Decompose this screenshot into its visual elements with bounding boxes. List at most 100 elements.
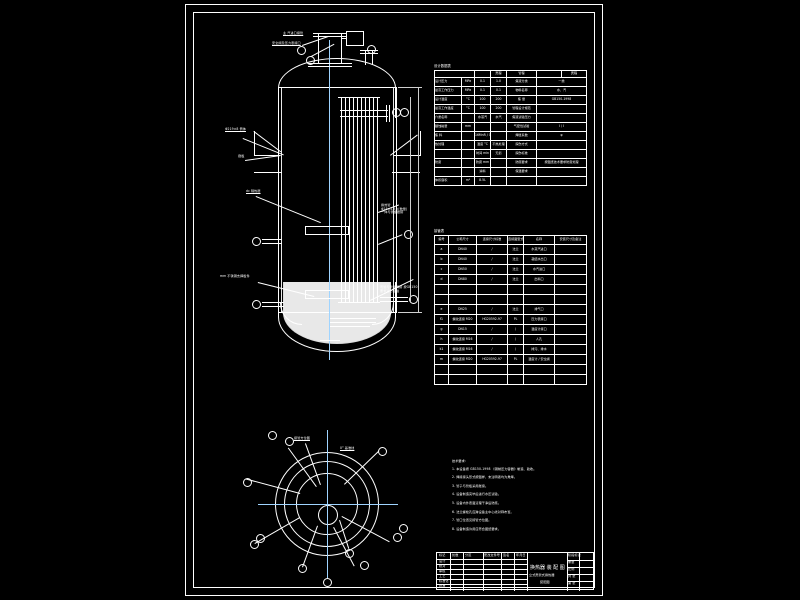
balloon-top-c[interactable] (367, 45, 376, 54)
mid-left-nozzle-top (262, 239, 282, 240)
nozzle-table-cell: HG20592-97 (476, 354, 508, 365)
orientation-balloon-5[interactable] (298, 564, 307, 573)
design-table-cell: 腿蚀裕量 (434, 122, 462, 132)
orientation-balloon-1[interactable] (268, 431, 277, 440)
balloon-lower-left[interactable] (252, 300, 261, 309)
orientation-balloon-12[interactable] (256, 534, 265, 543)
design-table-cell: 防腐 mm (474, 158, 491, 168)
shell-wall-right-inner (393, 87, 394, 312)
nozzle-table-cell: e (434, 304, 449, 315)
nozzle-table-cell (476, 294, 508, 305)
design-table-cell: 一类 (536, 77, 587, 87)
title-role-review: 审核 (439, 569, 446, 573)
balloon-mid-right[interactable] (404, 230, 413, 239)
nozzle-table-cell: / (476, 264, 508, 275)
design-table-cell (490, 131, 507, 141)
note-item: 6. 法兰螺栓孔应跨设备主中心线对称布置。 (452, 509, 514, 514)
nozzle-table-cell (448, 364, 477, 375)
design-table-cell: 管程设计规范 (506, 104, 537, 114)
lower-right-nozzle-top (380, 297, 408, 298)
design-table-cell: 体积容积 (434, 176, 462, 186)
title-role-process: 工艺 (439, 574, 446, 578)
design-table-cell: 水蒸汽 (474, 113, 491, 123)
support-ring-right (394, 155, 420, 156)
balloon-top-b[interactable] (306, 56, 315, 65)
nozzle-table-cell (507, 294, 524, 305)
balloon-top-a[interactable] (297, 46, 306, 55)
nozzle-table-cell: 法兰 (507, 264, 524, 275)
nozzle-table-cell (523, 364, 555, 375)
design-table-cell: °C (461, 95, 475, 105)
top-dished-head (278, 58, 396, 118)
tubesheet-bottom (338, 302, 380, 303)
upper-side-nozzle-flange-b (389, 105, 390, 122)
nozzle-table-cell (554, 244, 587, 255)
balloon-lower-right[interactable] (409, 295, 418, 304)
design-table-cell: MPa (461, 86, 475, 96)
orientation-balloon-7[interactable] (393, 533, 402, 542)
nozzle-table-cell: / (507, 324, 524, 335)
note-item: 1. 本设备按 GB150-1998 《钢制压力容器》制造、验收。 (452, 466, 537, 471)
nozzle-table-cell: / (476, 334, 508, 345)
design-table-cell: 0.1 (474, 77, 491, 87)
nozzle-table-cell: DN40 (448, 254, 477, 265)
nozzle-table-header-cell: 公称尺寸 (448, 235, 477, 245)
design-table-cell (434, 167, 462, 177)
design-table-cell: MPa (461, 77, 475, 87)
design-table-cell: 物料名称 (506, 86, 537, 96)
note-item: 2. 焊接接头形式按图样，未注明者均为角焊。 (452, 475, 517, 480)
nozzle-table-cell (554, 354, 587, 365)
label-insulation-layer: dc 隔热层 (246, 189, 261, 193)
nozzle-table-cell: f1 (434, 314, 449, 325)
orientation-balloon-11[interactable] (399, 524, 408, 533)
table-row (434, 374, 587, 385)
balloon-mid-left[interactable] (252, 237, 261, 246)
orientation-balloon-10[interactable] (323, 578, 332, 587)
top-nozzle-neck-left (318, 34, 319, 64)
nozzle-table-cell (554, 314, 587, 325)
vessel-centerline (329, 40, 330, 360)
bottom-dished-head (278, 282, 396, 352)
design-table-cell (461, 158, 475, 168)
design-table-cell: 探伤方式 (506, 140, 537, 150)
safety-valve-body-right (363, 31, 364, 46)
orientation-balloon-3[interactable] (243, 478, 252, 487)
design-table-cell: GB150-1998 (536, 95, 587, 105)
tubesheet-top (338, 97, 380, 98)
table-row: 编号公称尺寸连接尺寸标准连接面型式名称安装尺寸及备注 (434, 235, 587, 245)
table-row (434, 294, 587, 305)
design-table-header-cell (536, 70, 562, 78)
upper-side-nozzle-bottom (340, 116, 388, 117)
orientation-balloon-6[interactable] (360, 561, 369, 570)
baffle-plate-1-left (305, 226, 306, 235)
nozzle-table-header-cell: 安装尺寸及备注 (554, 235, 587, 245)
orientation-balloon-8[interactable] (378, 447, 387, 456)
orientation-balloon-9[interactable] (345, 549, 354, 558)
top-nozzle-flange-top2 (313, 36, 346, 37)
support-leg-right (420, 131, 421, 156)
top-nozzle-flange-top (313, 33, 346, 34)
design-table-cell (434, 149, 462, 159)
nozzle-table-header-cell: 连接面型式 (507, 235, 524, 245)
title-date: 年月日 (516, 553, 526, 557)
table-row: 介质名称水蒸汽水汽焦液试验压力 (434, 113, 587, 123)
title-role-check: 校对 (439, 564, 446, 568)
orientation-caption: 接管方位图 (294, 436, 310, 440)
top-nozzle-base-plate2 (308, 66, 352, 67)
balloon-right-upper2[interactable] (400, 108, 409, 117)
title-role-approve: 批准 (439, 584, 446, 588)
nozzle-table-cell (476, 284, 508, 295)
orientation-balloon-2[interactable] (285, 437, 294, 446)
orientation-balloon-4[interactable] (250, 540, 259, 549)
nozzle-table-cell: 人孔 (523, 334, 555, 345)
